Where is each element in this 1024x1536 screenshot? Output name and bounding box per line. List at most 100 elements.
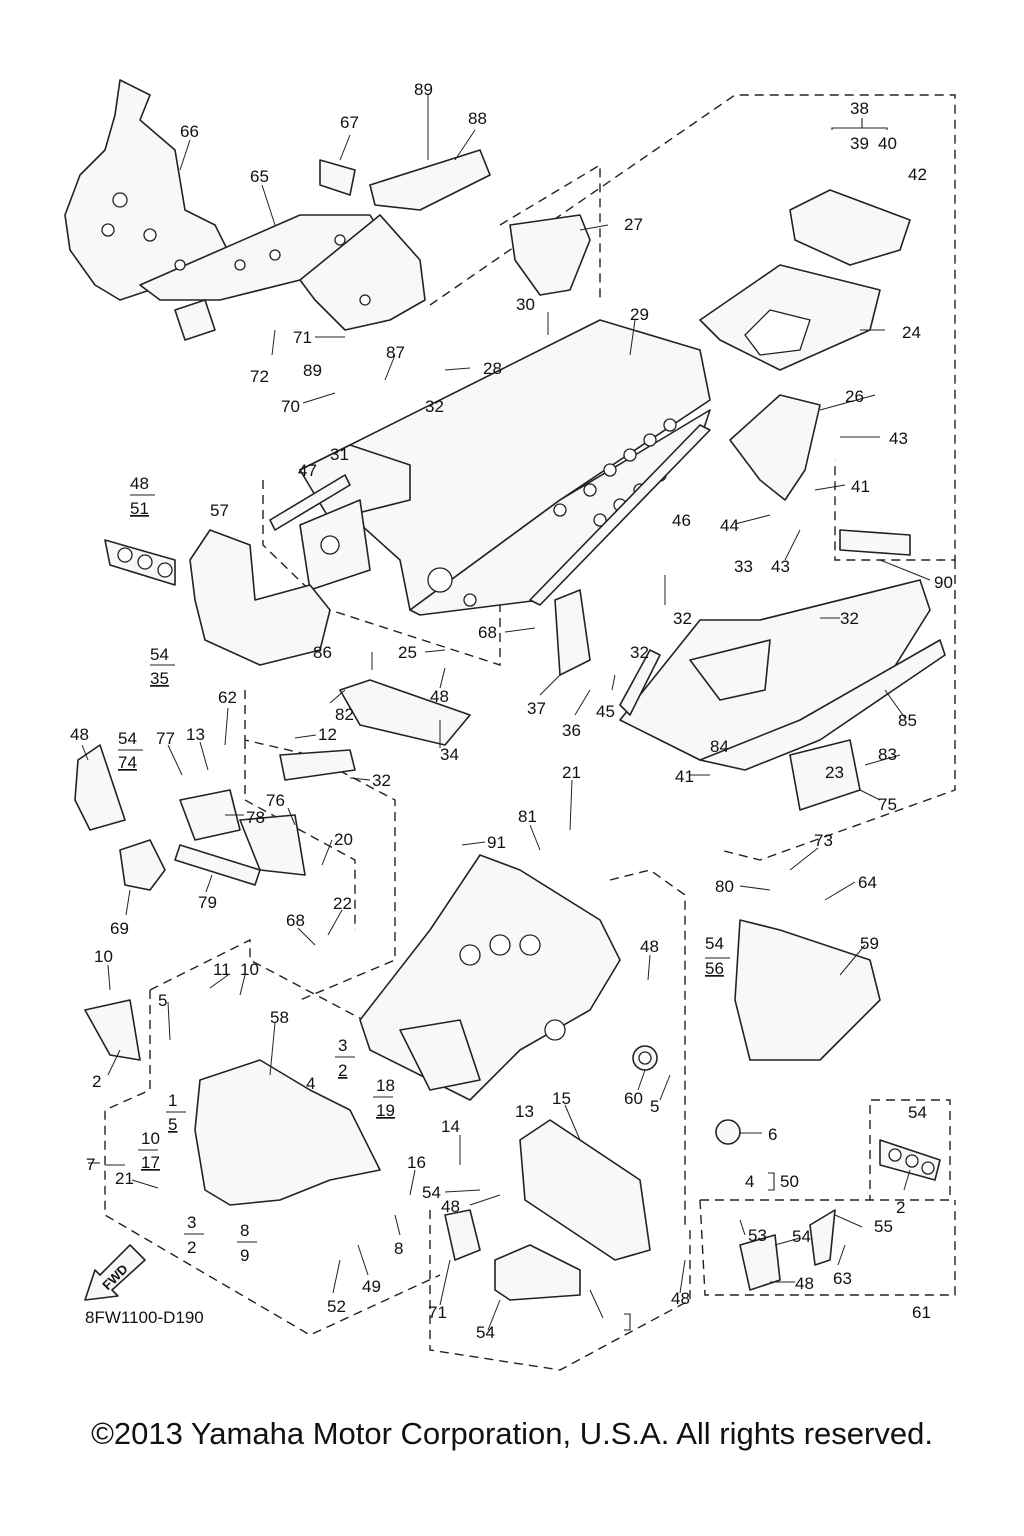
callout: 61: [912, 1303, 931, 1322]
callout: 48: [70, 725, 89, 744]
callout: 54: [422, 1183, 441, 1202]
callout: 37: [527, 699, 546, 718]
fwd-arrow-icon: FWD: [84, 1244, 146, 1301]
leader-lines: [81, 95, 931, 1331]
callout: 25: [398, 643, 417, 662]
callout: 54: [150, 645, 169, 664]
callout: 10: [141, 1129, 160, 1148]
callout: 40: [878, 134, 897, 153]
callout: 59: [860, 934, 879, 953]
callout: 83: [878, 745, 897, 764]
callout: 70: [281, 397, 300, 416]
callout: 77: [156, 729, 175, 748]
callout: 44: [720, 516, 739, 535]
callout: 29: [630, 305, 649, 324]
callout: 33: [734, 557, 753, 576]
callout: 21: [562, 763, 581, 782]
diagram-code: 8FW1100-D190: [85, 1308, 204, 1327]
callout: 45: [596, 702, 615, 721]
assembly-boundaries: [104, 94, 956, 1371]
callout: 54: [792, 1227, 811, 1246]
callout: 65: [250, 167, 269, 186]
callout: 5: [158, 991, 167, 1010]
callout-brackets: [88, 118, 888, 1331]
callout: 28: [483, 359, 502, 378]
callout: 87: [386, 343, 405, 362]
callout: 55: [874, 1217, 893, 1236]
callout: 54: [705, 934, 724, 953]
callout: 67: [340, 113, 359, 132]
callout: 46: [672, 511, 691, 530]
callout: 5: [650, 1097, 659, 1116]
callout: 2: [92, 1072, 101, 1091]
callout: 54: [476, 1323, 495, 1342]
callout: 41: [851, 477, 870, 496]
callout: 48: [441, 1197, 460, 1216]
callout: 43: [771, 557, 790, 576]
callout: 66: [180, 122, 199, 141]
callout: 86: [313, 643, 332, 662]
callout: 62: [218, 688, 237, 707]
callout: 23: [825, 763, 844, 782]
callout: 12: [318, 725, 337, 744]
left-middle-parts: [74, 529, 471, 891]
center-brackets: [174, 749, 356, 886]
callout: 68: [286, 911, 305, 930]
callout: 24: [902, 323, 921, 342]
callout: 1: [168, 1091, 177, 1110]
callout: 4: [306, 1074, 315, 1093]
callout: 10: [94, 947, 113, 966]
callout: 6: [768, 1125, 777, 1144]
callout: 41: [675, 767, 694, 786]
callout: 49: [362, 1277, 381, 1296]
callout: 50: [780, 1172, 799, 1191]
rear-upper-parts: [509, 189, 911, 556]
callout: 89: [303, 361, 322, 380]
callout: 3: [338, 1036, 347, 1055]
callout: 68: [478, 623, 497, 642]
callout: 48: [671, 1289, 690, 1308]
callout: 4: [745, 1172, 754, 1191]
callout: 90: [934, 573, 953, 592]
callout: 71: [293, 328, 312, 347]
callout: 13: [515, 1102, 534, 1121]
callout: 3: [187, 1213, 196, 1232]
callout: 13: [186, 725, 205, 744]
callout: 16: [407, 1153, 426, 1172]
callout: 74: [118, 753, 137, 772]
callout: 89: [414, 80, 433, 99]
callout: 48: [640, 937, 659, 956]
callout: 2: [338, 1061, 347, 1080]
callout: 32: [425, 397, 444, 416]
callout: 84: [710, 737, 729, 756]
callout: 9: [240, 1246, 249, 1265]
callout: 75: [878, 795, 897, 814]
callout: 72: [250, 367, 269, 386]
callout: 8: [240, 1221, 249, 1240]
callout: 17: [141, 1153, 160, 1172]
callout: 64: [858, 873, 877, 892]
callout: 54: [908, 1103, 927, 1122]
callout: 88: [468, 109, 487, 128]
callout: 32: [372, 771, 391, 790]
callout: 39: [850, 134, 869, 153]
callout: 32: [840, 609, 859, 628]
callout-labels: 89 88 67 66 65 38 39 40 42 27 30 29 24 7…: [70, 80, 953, 1342]
callout: 56: [705, 959, 724, 978]
callout: 18: [376, 1076, 395, 1095]
callout: 48: [130, 474, 149, 493]
callout: 2: [896, 1198, 905, 1217]
callout: 19: [376, 1101, 395, 1120]
callout: 22: [333, 894, 352, 913]
callout: 91: [487, 833, 506, 852]
callout: 76: [266, 791, 285, 810]
callout: 53: [748, 1226, 767, 1245]
callout: 73: [814, 831, 833, 850]
callout: 47: [298, 461, 317, 480]
callout: 30: [516, 295, 535, 314]
callout: 52: [327, 1297, 346, 1316]
callout: 48: [795, 1274, 814, 1293]
callout: 79: [198, 893, 217, 912]
callout: 51: [130, 499, 149, 518]
